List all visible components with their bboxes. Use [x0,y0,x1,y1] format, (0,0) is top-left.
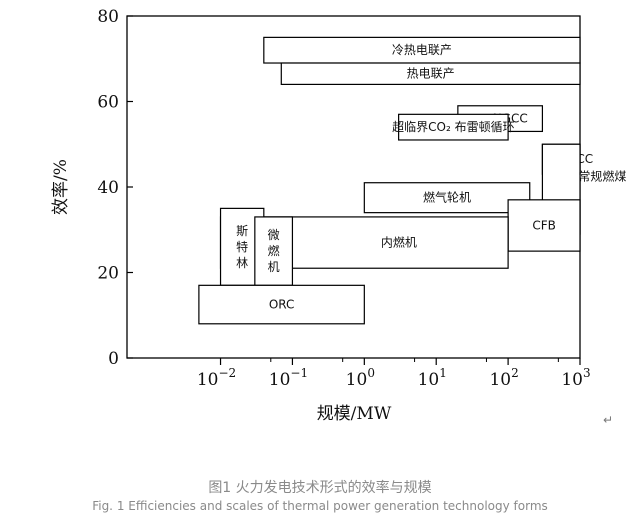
box-sco2: 超临界CO₂ 布雷顿循环 [392,113,515,141]
box-cfb-label: CFB [532,218,556,232]
box-cchp: 冷热电联产 [263,36,581,64]
box-cfb-outline [507,199,581,252]
box-orc-label: ORC [269,298,295,312]
x-tick-label: 10−2 [197,366,236,390]
y-tick-label: 40 [97,178,119,198]
box-cchp-label: 冷热电联产 [392,43,452,57]
y-tick-label: 0 [108,349,119,369]
box-orc: ORC [198,284,365,325]
x-tick-label: 10−1 [269,366,308,390]
box-coal-label: 常规燃煤 [578,168,626,183]
paragraph-return-mark: ↵ [603,413,614,427]
box-chp-label: 热电联产 [407,67,455,81]
y-tick-label: 60 [97,93,119,113]
box-micro-turbine: 微燃机 [254,216,294,286]
x-tick-label: 101 [418,366,447,390]
box-gas-turbine: 燃气轮机 [363,182,531,214]
box-chp: 热电联产 [280,62,581,86]
x-axis-title: 规模/MW [317,404,392,424]
box-ice-label: 内燃机 [381,235,417,250]
box-chp-outline [280,62,581,86]
box-micro-turbine-outline [254,216,294,286]
box-gas-turbine-outline [363,182,531,214]
y-axis-title: 效率/% [51,159,71,215]
box-stirling-label-char: 斯 [236,224,248,238]
box-sco2-label: 超临界CO₂ 布雷顿循环 [392,119,514,134]
box-gas-turbine-label: 燃气轮机 [423,190,471,205]
box-micro-turbine-label-char: 机 [268,260,280,274]
box-stirling-label-char: 特 [236,239,248,254]
axis-labels: 效率/% 规模/MW [51,159,392,424]
box-micro-turbine-label-char: 微 [268,228,280,242]
y-tick-label: 20 [97,264,119,284]
box-sco2-outline [398,113,509,141]
x-tick-label: 103 [561,366,590,390]
box-micro-turbine-label-char: 燃 [268,243,280,258]
x-tick-label: 102 [489,366,518,390]
axis-ticks: 0 20 40 60 80 10−2 10−1 100 101 102 103 [97,7,590,390]
box-cfb: CFB [507,199,581,252]
box-stirling-label-char: 林 [236,256,248,270]
y-tick-label: 80 [97,7,119,27]
box-orc-outline [198,284,365,325]
figure-caption-english: Fig. 1 Efficiencies and scales of therma… [92,499,548,513]
figure-caption-chinese: 图1 火力发电技术形式的效率与规模 [208,480,432,496]
x-tick-label: 100 [346,366,375,390]
